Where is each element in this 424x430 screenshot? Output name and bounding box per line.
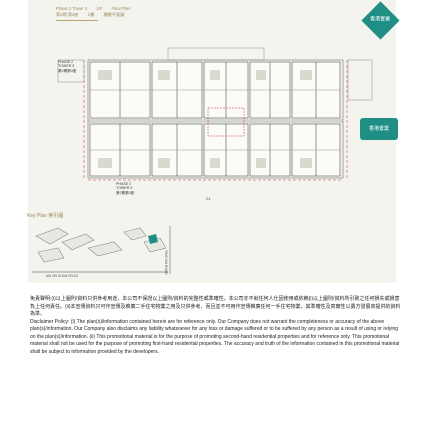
disclaimer-block: 免責聲明:(i)以上圖則/資料只供參考用途，本公司不保證以上圖則/資料的完整性或… — [30, 296, 402, 356]
disclaimer-en: Disclaimer Policy: (i) The plan(s)/infor… — [30, 318, 400, 355]
key-plan-title: Key Plan 索引圖 — [27, 213, 64, 219]
road-label-right: TING MA ROAD — [164, 250, 168, 275]
header-floor: 1/F — [96, 6, 103, 11]
agency-logo-stamp-text: 香港置業 — [368, 126, 389, 132]
page-number: 24 — [206, 196, 211, 201]
road-label-bottom: MA ON SHAN ROAD — [46, 274, 79, 278]
disclaimer-zh: 免責聲明:(i)以上圖則/資料只供參考用途，本公司不保證以上圖則/資料的完整性或… — [30, 296, 401, 317]
floor-plan-drawing — [57, 47, 373, 181]
header-phase-tower: Phase 2 Tower 3 — [56, 6, 88, 11]
header-floor-zh: 1樓 — [87, 12, 95, 17]
header-rule — [56, 20, 98, 21]
key-plan-drawing — [32, 226, 171, 274]
header-doc-type: Floor Plan — [111, 6, 131, 11]
tower-label-top: PHASE 2 TOWER 3 第2期第3座 — [58, 60, 77, 73]
agency-logo-text: 香港置業 — [370, 16, 391, 23]
header-phase-tower-zh: 第2期 第3座 — [56, 12, 79, 17]
agency-logo-stamp: 香港置業 — [360, 118, 398, 140]
header-doc-type-zh: 樓層平面圖 — [103, 12, 125, 17]
page-header: Phase 2 Tower 3 1/F Floor Plan 第2期 第3座 1… — [56, 6, 139, 18]
tower-label-bottom: PHASE 2 TOWER 3 第2期第3座 — [116, 182, 135, 195]
